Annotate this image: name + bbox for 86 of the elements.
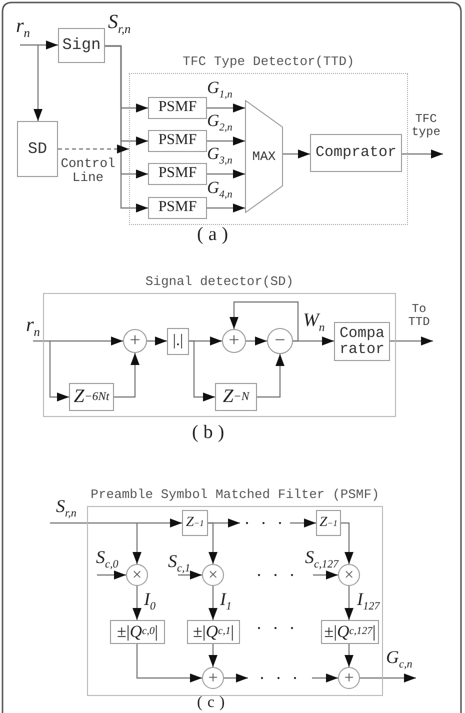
filter-block: PSMF: [148, 97, 207, 119]
signal-label: r$_{n}$: [16, 16, 30, 37]
arrow: [50, 518, 182, 528]
arrow: [344, 586, 354, 620]
arrow: [257, 354, 284, 398]
arrow: [97, 570, 126, 580]
delay-block: Z$^{−6Nt}$: [69, 383, 114, 411]
ellipsis: · · ·: [248, 669, 312, 687]
subtractor-junction: −: [267, 328, 293, 354]
arrow: [132, 586, 142, 620]
signal-label: G$_{2,n}$: [207, 112, 232, 130]
summing-junction: +: [123, 329, 147, 353]
signal-label: W$_{n}$: [303, 311, 325, 331]
max-selector: MAX: [245, 100, 283, 213]
edge-label: Control Line: [60, 157, 116, 184]
signal-label: G$_{3,n}$: [207, 145, 232, 163]
arrow: [290, 518, 316, 528]
signal-label: G$_{4,n}$: [207, 179, 232, 197]
comparator-block: Comprator: [310, 134, 402, 172]
signal-label: S$_{r,n}$: [108, 12, 131, 33]
arrow: [230, 301, 299, 342]
arrow: [178, 570, 202, 580]
arrow: [344, 644, 354, 667]
signal-label: G$_{1,n}$: [207, 79, 232, 97]
arrow: [341, 522, 354, 564]
arrow: [207, 204, 245, 212]
ellipsis: · · ·: [256, 619, 298, 637]
delay-block: Z$^{−N}$: [215, 383, 257, 411]
arrow: [114, 353, 140, 398]
comparator-block: Compa rator: [334, 322, 390, 361]
arrow: [208, 522, 218, 564]
arrow: [402, 150, 443, 158]
multiplier-junction: ×: [338, 564, 360, 586]
signal-label: I$_{0}$: [144, 590, 156, 609]
panel-caption: (c): [197, 695, 230, 711]
signal-label: S$_{c,1}$: [168, 552, 190, 571]
signal-label: r$_{n}$: [26, 315, 40, 336]
arrow: [207, 104, 245, 112]
panel-caption: (b): [192, 423, 230, 442]
arrow: [312, 674, 338, 682]
arrow: [293, 336, 334, 346]
signal-label: S$_{c,127}$: [305, 548, 338, 567]
arrow: [33, 336, 123, 346]
arrow: [20, 40, 58, 50]
arrow: [313, 570, 338, 580]
arrow: [136, 644, 202, 682]
ellipsis: · · ·: [240, 514, 290, 532]
filter-block: PSMF: [148, 130, 207, 152]
summing-junction: +: [222, 329, 246, 353]
multiplier-junction: ×: [126, 564, 148, 586]
edge-label: To TTD: [407, 303, 431, 328]
arrow: [208, 644, 218, 667]
arrow: [34, 45, 42, 121]
arrow: [208, 586, 218, 620]
arrow: [360, 674, 416, 682]
arrow: [246, 336, 267, 346]
panel-title: Signal detector(SD): [145, 275, 294, 290]
arrow: [207, 136, 245, 146]
summing-junction: +: [202, 667, 224, 689]
multiplier-junction: ×: [202, 564, 224, 586]
filter-block: PSMF: [148, 163, 207, 185]
arrow: [189, 340, 215, 402]
panel-caption: (a): [197, 225, 234, 244]
arrow: [49, 341, 69, 402]
arrow: [390, 336, 433, 346]
signal-label: G$_{c,n}$: [386, 648, 412, 667]
arrow: [105, 45, 148, 212]
panel-title: TFC Type Detector(TTD): [182, 55, 354, 70]
ellipsis: · · ·: [256, 566, 298, 584]
signal-label: I$_{127}$: [357, 590, 380, 609]
signal-label: I$_{1}$: [220, 590, 232, 609]
arrow: [132, 523, 142, 564]
detector-block: SD: [17, 121, 58, 177]
signal-label: S$_{r,n}$: [56, 497, 76, 516]
arrow: [224, 674, 248, 682]
edge-label: TFC type: [410, 113, 442, 138]
arrow: [207, 170, 245, 178]
signal-label: S$_{c,0}$: [96, 548, 118, 567]
panel-title: Preamble Symbol Matched Filter (PSMF): [90, 488, 380, 502]
filter-block: PSMF: [148, 197, 207, 219]
dashed-arrow: [58, 144, 129, 154]
sign-block: Sign: [58, 28, 105, 63]
arrow: [147, 336, 167, 346]
arrow: [283, 150, 310, 158]
summing-junction: +: [338, 667, 360, 689]
abs-block: |.|: [167, 328, 189, 355]
